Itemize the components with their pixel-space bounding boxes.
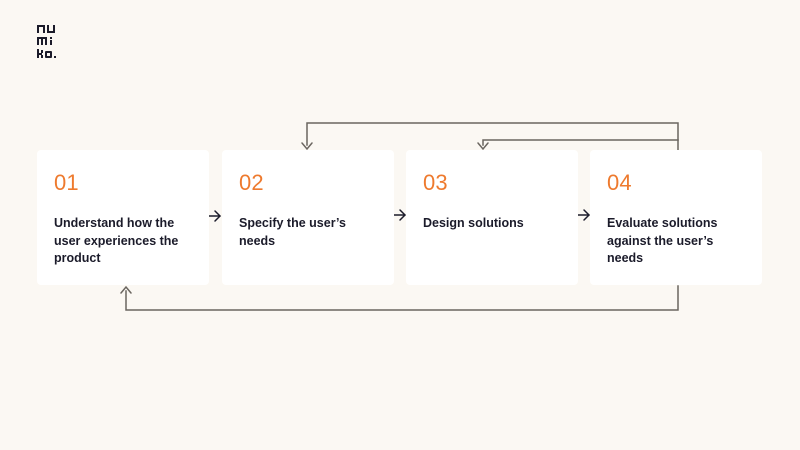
- loop-arrow-04-to-03: [482, 139, 679, 146]
- step-number: 04: [607, 170, 632, 195]
- step-label: Understand how the user experiences the …: [54, 216, 179, 265]
- step-card-03: 03 Design solutions: [406, 150, 578, 285]
- step-number: 03: [423, 170, 448, 195]
- step-number: 01: [54, 170, 79, 195]
- step-card-02: 02 Specify the user’s needs: [222, 150, 394, 285]
- step-card-04: 04 Evaluate solutions against the user’s…: [590, 150, 762, 285]
- forward-arrow-03-to-04: [577, 209, 590, 221]
- forward-arrow-01-to-02: [208, 210, 221, 222]
- step-number: 02: [239, 170, 264, 195]
- step-label: Specify the user’s needs: [239, 216, 346, 248]
- loop-arrow-04-to-02: [306, 122, 679, 151]
- step-label: Design solutions: [423, 216, 524, 230]
- forward-arrow-02-to-03: [393, 209, 406, 221]
- loop-arrow-04-to-01: [125, 285, 679, 311]
- step-card-01: 01 Understand how the user experiences t…: [37, 150, 209, 285]
- brand-logo: [37, 25, 56, 58]
- step-label: Evaluate solutions against the user’s ne…: [607, 216, 718, 265]
